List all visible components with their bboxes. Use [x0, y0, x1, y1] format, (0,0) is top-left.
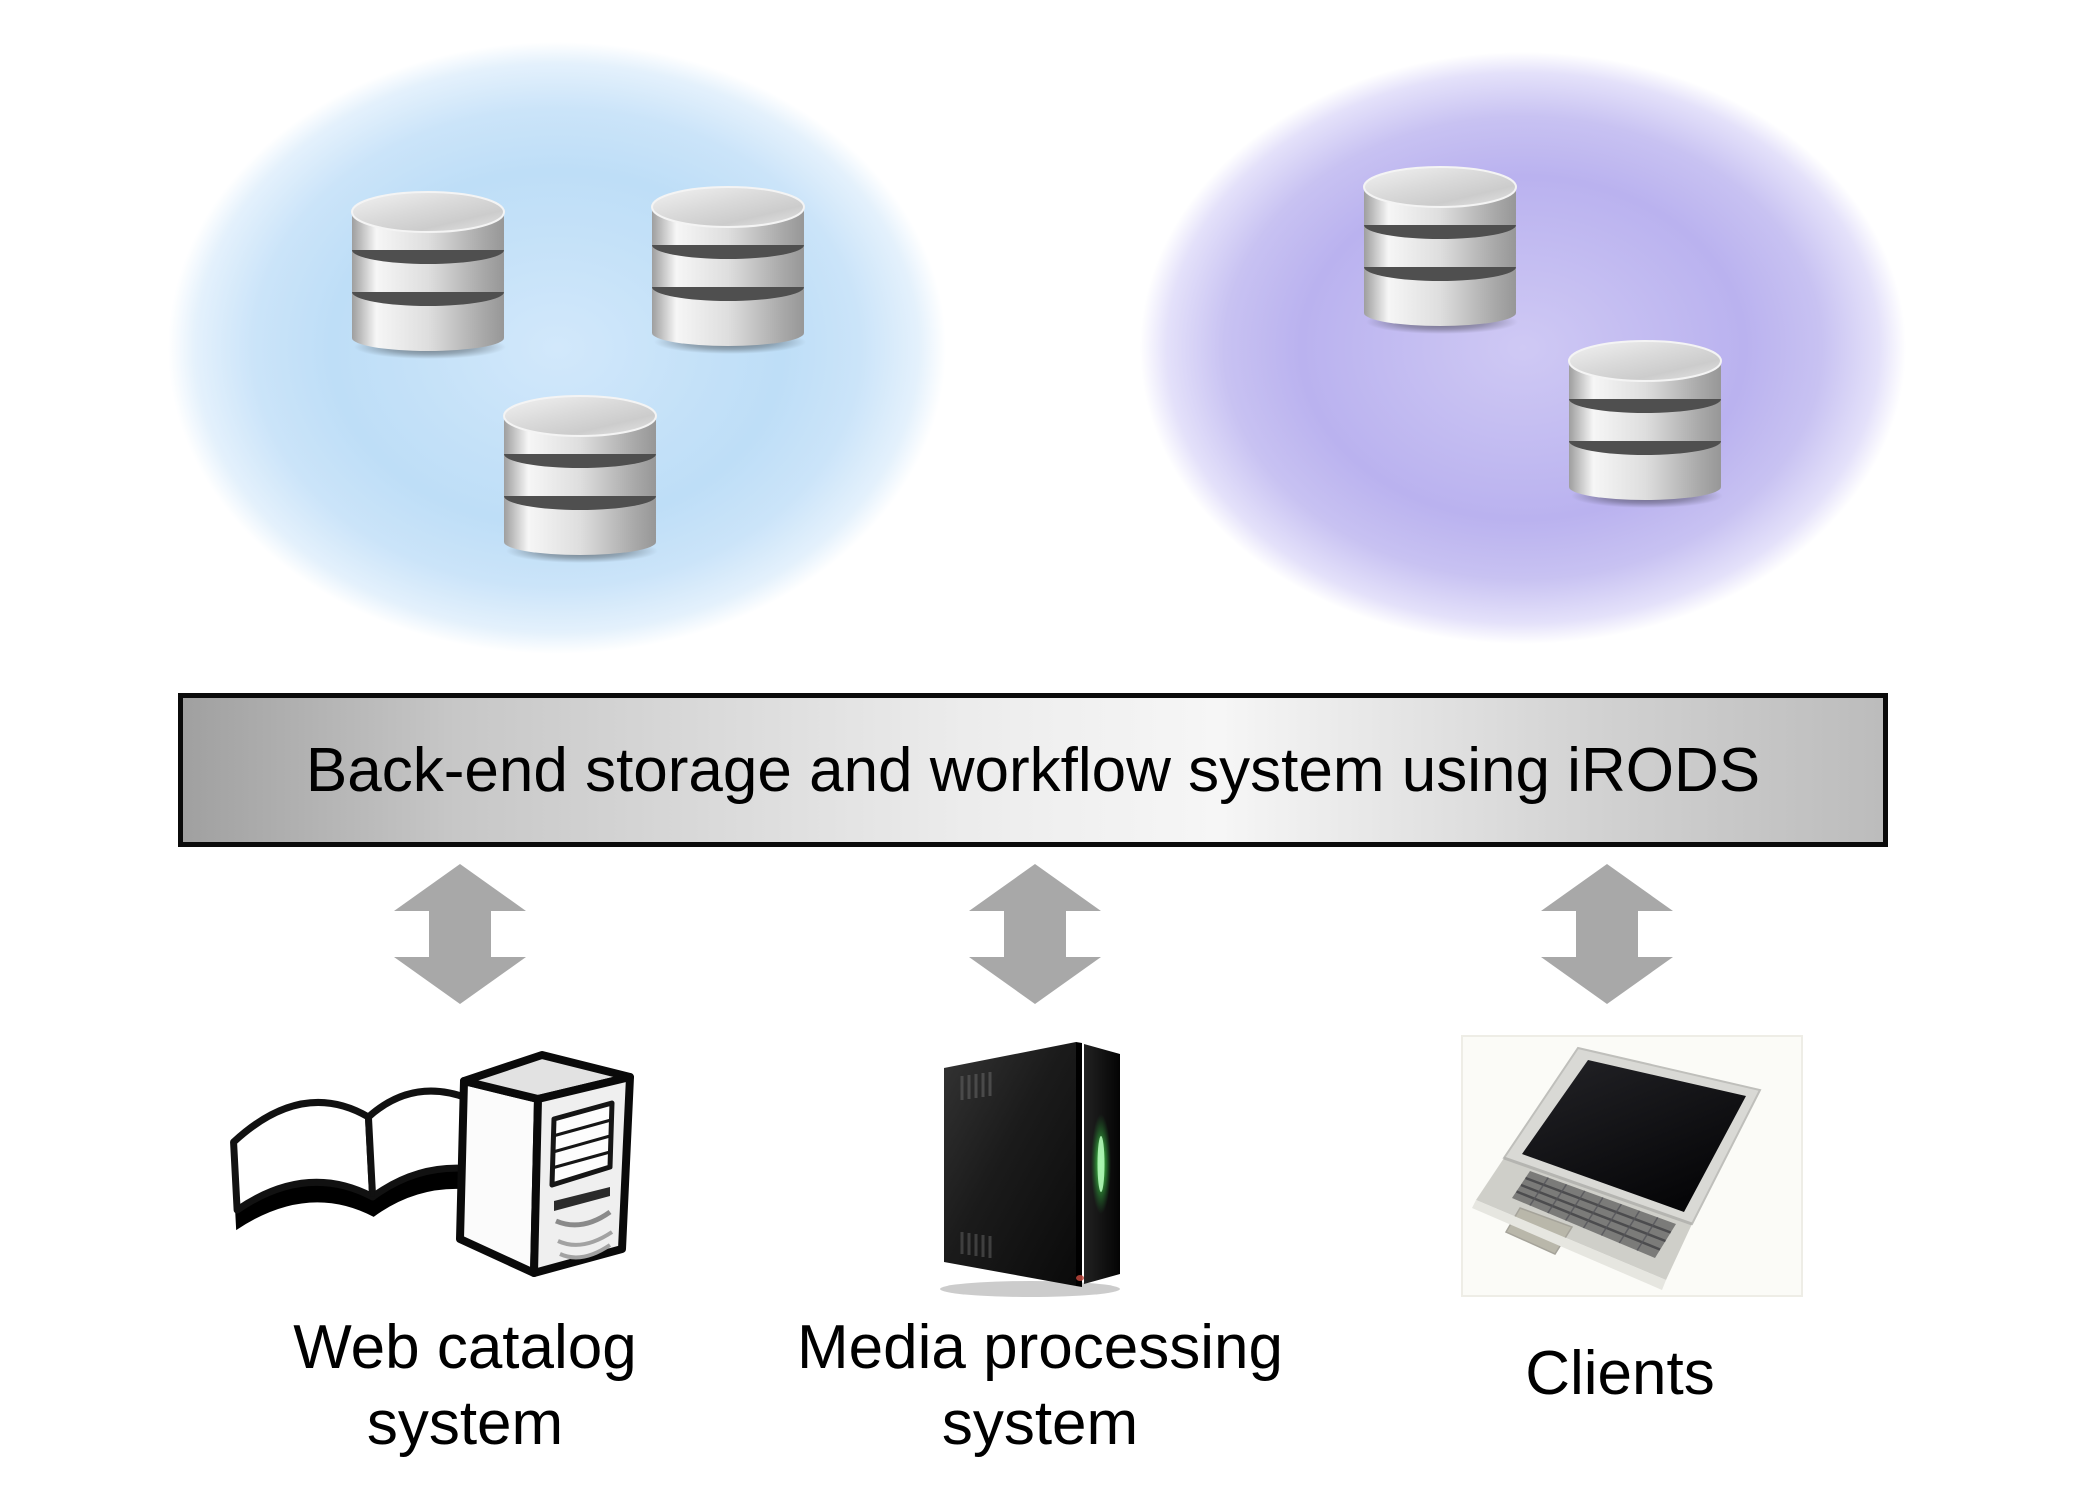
laptop-screen: [1522, 1060, 1746, 1212]
updown-arrow-icon: [392, 864, 528, 1004]
vent-slits-top: [960, 1072, 992, 1100]
laptop-front-edge: [1472, 1200, 1666, 1290]
server-front-panel: [944, 1042, 1076, 1286]
server-tower-icon: [456, 1051, 634, 1277]
database-icon: [648, 183, 808, 358]
irods-bar-label: Back-end storage and workflow system usi…: [305, 735, 1761, 805]
media-server-icon: [940, 1042, 1120, 1297]
updown-arrow-icon: [1539, 864, 1675, 1004]
caption-line: Web catalog: [293, 1313, 637, 1382]
database-icon: [1360, 163, 1520, 338]
caption-line: system: [941, 1389, 1139, 1458]
irods-bar: Back-end storage and workflow system usi…: [178, 693, 1888, 847]
database-icon: [500, 392, 660, 567]
caption-web-catalog-system: Web catalog system: [225, 1310, 705, 1462]
storage-zone-purple-ellipse: [1140, 52, 1906, 644]
laptop-icon: [1461, 1035, 1803, 1297]
red-led: [1076, 1275, 1084, 1281]
book-and-server-icon: [230, 1051, 634, 1277]
database-icon: [348, 188, 508, 363]
database-icon: [1565, 337, 1725, 512]
caption-media-processing-system: Media processing system: [760, 1310, 1320, 1462]
caption-line: Media processing: [797, 1313, 1283, 1382]
caption-line: Clients: [1525, 1339, 1715, 1408]
caption-line: system: [366, 1389, 564, 1458]
updown-arrow-icon: [967, 864, 1103, 1004]
book-icon: [230, 1087, 514, 1231]
vent-slits-bottom: [960, 1232, 992, 1258]
caption-clients: Clients: [1420, 1336, 1820, 1412]
